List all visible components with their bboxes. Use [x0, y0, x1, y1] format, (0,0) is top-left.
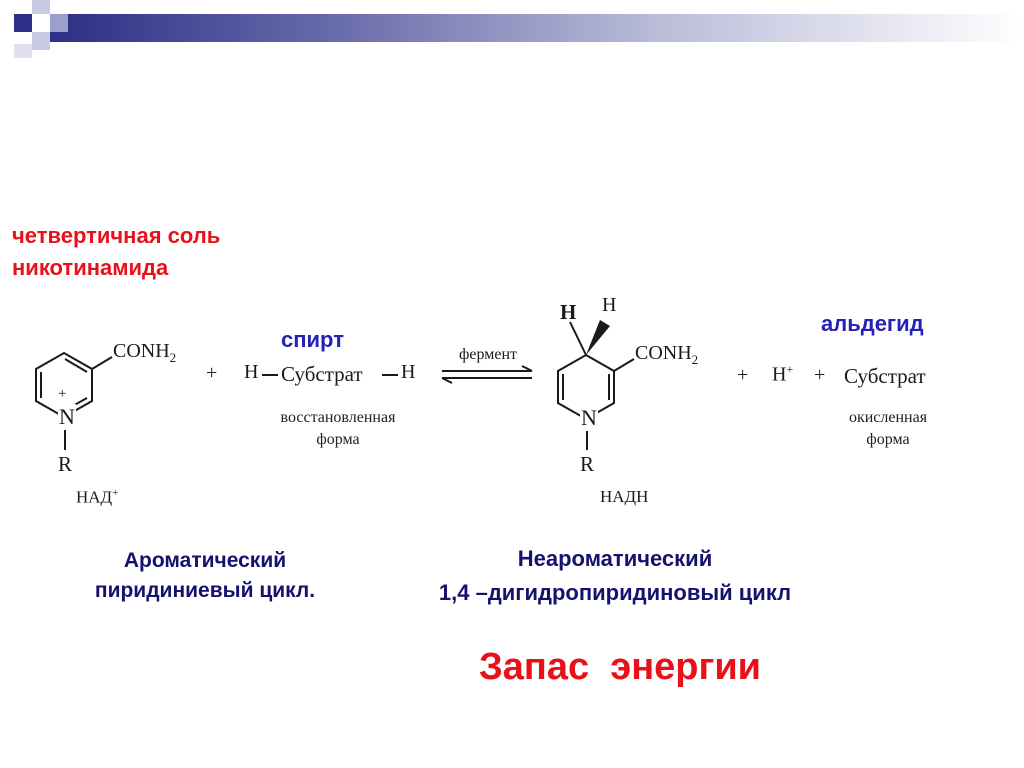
reverse-arrowhead — [441, 377, 453, 384]
h-left: H — [244, 361, 259, 383]
h-right: H — [401, 361, 416, 383]
plus-1: + — [206, 362, 218, 384]
aldehyde-label: альдегид — [821, 311, 924, 336]
energy-reserve-label: Запас энергии — [478, 646, 762, 688]
conh2-left: CONH2 — [113, 340, 177, 365]
forward-arrowhead — [521, 365, 533, 372]
title: четвертичная соль никотинамида — [12, 220, 220, 284]
title-line-2: никотинамида — [12, 255, 169, 280]
decor-square — [32, 32, 50, 50]
nitrogen-left: N — [58, 404, 76, 430]
aromatic-caption: Ароматический пиридиниевый цикл. — [94, 549, 316, 602]
nadh: НАДН — [600, 487, 649, 506]
charge-plus: + — [58, 386, 67, 402]
r-right: R — [580, 452, 595, 476]
plus-3: + — [814, 364, 826, 386]
conh2-right: CONH2 — [635, 342, 699, 367]
alcohol-label: спирт — [281, 327, 344, 352]
h-axial-right: H — [602, 294, 617, 316]
h-bond — [569, 321, 587, 356]
decor-square — [32, 0, 50, 14]
h-proton: H+ — [772, 362, 794, 386]
ring-double-bond — [64, 358, 88, 373]
decor-square — [14, 14, 32, 32]
nonaromatic-caption: Неароматический 1,4 –дигидропиридиновый … — [438, 546, 792, 605]
decor-square — [14, 44, 32, 58]
oxidized-form-label: окисленная форма — [848, 409, 928, 448]
h-axial-left: H — [560, 300, 577, 324]
nitrogen-right: N — [580, 405, 598, 431]
enzyme-label: фермент — [458, 346, 517, 363]
title-line-1: четвертичная соль — [12, 223, 221, 248]
substrate-reduced: Субстрат — [281, 362, 363, 386]
conh2-bond — [613, 358, 635, 372]
header-gradient-bar — [50, 14, 1024, 42]
decor-square — [50, 14, 68, 32]
r-left: R — [58, 452, 73, 476]
conh2-bond — [91, 356, 113, 370]
wedge-bond — [586, 320, 610, 355]
plus-2: + — [737, 364, 749, 386]
substrate-oxidized: Субстрат — [844, 364, 926, 388]
reduced-form-label: восстановленная форма — [280, 409, 396, 448]
nad-plus: НАД+ — [76, 487, 119, 507]
